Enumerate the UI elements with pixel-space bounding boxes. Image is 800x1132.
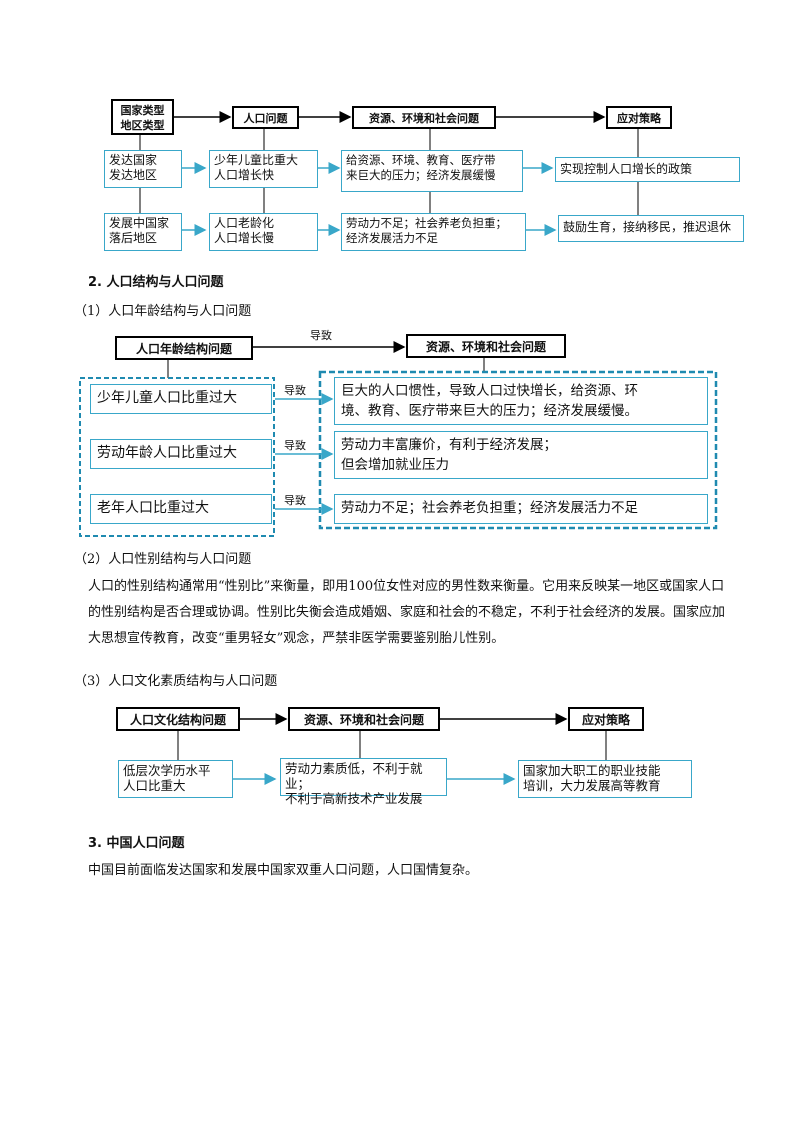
d3-box-left: 低层次学历水平 人口比重大	[118, 760, 233, 798]
d1-header-problem: 人口问题	[232, 106, 299, 129]
d2-top-label: 导致	[310, 329, 332, 342]
d1-header-strategy: 应对策略	[606, 106, 672, 129]
section2-heading: 2. 人口结构与人口问题	[88, 275, 224, 290]
diagram2-connectors	[79, 341, 718, 537]
d3-box-right: 国家加大职工的职业技能 培训，大力发展高等教育	[518, 760, 692, 798]
section2-sub2: （2）人口性别结构与人口问题	[74, 552, 252, 567]
d3-header-middle: 资源、环境和社会问题	[288, 707, 440, 731]
d2-right-box-3: 劳动力不足；社会养老负担重；经济发展活力不足	[334, 494, 708, 524]
d1-r2-issues: 劳动力不足；社会养老负担重； 经济发展活力不足	[341, 213, 526, 251]
d1-header-issues: 资源、环境和社会问题	[352, 106, 496, 129]
d2-arrow-label-3: 导致	[284, 494, 306, 507]
d1-r1-issues: 给资源、环境、教育、医疗带 来巨大的压力；经济发展缓慢	[341, 150, 523, 192]
d2-arrow-label-2: 导致	[284, 439, 306, 452]
d3-box-middle: 劳动力素质低，不利于就业； 不利于高新技术产业发展	[280, 758, 447, 806]
d1-r2-strategy: 鼓励生育，接纳移民，推迟退休	[558, 215, 744, 242]
d1-r2-type: 发展中国家 落后地区	[104, 213, 182, 251]
d3-header-left: 人口文化结构问题	[116, 707, 240, 731]
d2-right-box-1: 巨大的人口惯性，导致人口过快增长，给资源、环 境、教育、医疗带来巨大的压力；经济…	[334, 377, 708, 425]
diagram3-connectors	[177, 713, 607, 785]
d2-header-left: 人口年龄结构问题	[115, 336, 253, 360]
d2-arrow-label-1: 导致	[284, 384, 306, 397]
d1-r1-strategy: 实现控制人口增长的政策	[555, 157, 740, 182]
d1-header-type: 国家类型 地区类型	[111, 99, 174, 135]
diagram1-connectors	[139, 111, 639, 236]
d2-left-box-1: 少年儿童人口比重过大	[90, 384, 272, 414]
d2-left-box-3: 老年人口比重过大	[90, 494, 272, 524]
section3-paragraph: 中国目前面临发达国家和发展中国家双重人口问题，人口国情复杂。	[88, 863, 479, 878]
d2-header-right: 资源、环境和社会问题	[406, 334, 566, 358]
d2-left-box-2: 劳动年龄人口比重过大	[90, 439, 272, 469]
d3-header-right: 应对策略	[568, 707, 644, 731]
d2-right-box-2: 劳动力丰富廉价，有利于经济发展； 但会增加就业压力	[334, 431, 708, 479]
d1-r1-problem: 少年儿童比重大 人口增长快	[209, 150, 318, 188]
d1-r1-type: 发达国家 发达地区	[104, 150, 182, 188]
section2-paragraph: 人口的性别结构通常用“性别比”来衡量，即用100位女性对应的男性数来衡量。它用来…	[88, 579, 726, 646]
section2-sub1: （1）人口年龄结构与人口问题	[74, 304, 252, 319]
section2-sub3: （3）人口文化素质结构与人口问题	[74, 674, 278, 689]
section3-heading: 3. 中国人口问题	[88, 836, 185, 851]
d1-r2-problem: 人口老龄化 人口增长慢	[209, 213, 318, 251]
